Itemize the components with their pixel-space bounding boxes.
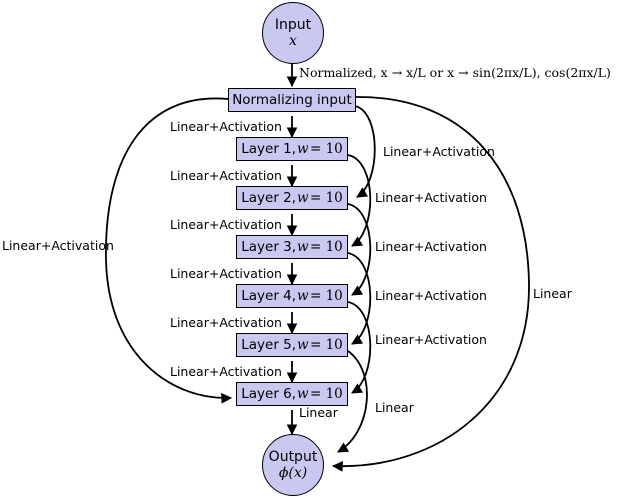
layer-box-5[interactable]: Layer 5,w = 10 <box>236 333 348 357</box>
output-node[interactable]: Output ϕ(x) <box>262 434 324 496</box>
layer-1-weight: w <box>297 141 309 157</box>
layer-2-equation: = 10 <box>309 190 343 206</box>
layer-1-equation: = 10 <box>309 141 343 157</box>
skip-label-right-5: Linear+Activation <box>375 332 487 347</box>
layer-6-label: Layer 6, <box>241 386 297 402</box>
layer-3-equation: = 10 <box>309 239 343 255</box>
skip-label-right-2: Linear+Activation <box>375 190 487 205</box>
output-node-label: Output <box>268 448 318 465</box>
layer-2-label: Layer 2, <box>241 190 297 206</box>
layer-box-1[interactable]: Layer 1,w = 10 <box>236 137 348 161</box>
layer-4-equation: = 10 <box>309 288 343 304</box>
outer-left-label: Linear+Activation <box>2 238 114 253</box>
normalize-edge-label: Normalized, x → x/L or x → sin(2πx/L), c… <box>299 65 611 80</box>
normalizing-input-box[interactable]: Normalizing input <box>228 88 356 112</box>
skip-l1-to-l3 <box>347 154 372 247</box>
layer-5-weight: w <box>297 337 309 353</box>
skip-outer-right-norm-to-output <box>331 96 530 472</box>
layer-2-weight: w <box>297 190 309 206</box>
layer-5-equation: = 10 <box>309 337 343 353</box>
layer-box-2[interactable]: Layer 2,w = 10 <box>236 186 348 210</box>
left-label-2: Linear+Activation <box>170 168 282 183</box>
left-label-3: Linear+Activation <box>170 217 282 232</box>
layer-1-label: Layer 1, <box>241 141 297 157</box>
skip-label-right-6: Linear <box>375 400 414 415</box>
input-node-variable: x <box>289 33 297 49</box>
skip-l2-to-l4 <box>347 203 372 296</box>
skip-label-right-1: Linear+Activation <box>383 144 495 159</box>
normalizing-input-label: Normalizing input <box>232 92 352 108</box>
layer-3-label: Layer 3, <box>241 239 297 255</box>
layer-5-label: Layer 5, <box>241 337 297 353</box>
skip-l4-to-l6 <box>347 301 372 394</box>
output-edge-label: Linear <box>299 405 338 420</box>
skip-label-right-3: Linear+Activation <box>375 239 487 254</box>
layer-box-6[interactable]: Layer 6,w = 10 <box>236 382 348 406</box>
outer-right-label: Linear <box>533 286 572 301</box>
skip-norm-to-l2 <box>354 105 376 198</box>
skip-l3-to-l5 <box>347 252 372 345</box>
layer-6-equation: = 10 <box>309 386 343 402</box>
layer-4-label: Layer 4, <box>241 288 297 304</box>
skip-l5-to-output <box>337 350 368 453</box>
left-label-6: Linear+Activation <box>170 364 282 379</box>
layer-6-weight: w <box>297 386 309 402</box>
output-node-variable: ϕ(x) <box>278 465 308 481</box>
left-label-1: Linear+Activation <box>170 119 282 134</box>
skip-outer-left-norm-to-l6 <box>105 97 233 404</box>
layer-box-4[interactable]: Layer 4,w = 10 <box>236 284 348 308</box>
skip-label-right-4: Linear+Activation <box>375 288 487 303</box>
input-node-label: Input <box>274 16 312 33</box>
layer-box-3[interactable]: Layer 3,w = 10 <box>236 235 348 259</box>
layer-3-weight: w <box>297 239 309 255</box>
layer-4-weight: w <box>297 288 309 304</box>
input-node[interactable]: Input x <box>262 2 324 64</box>
left-label-5: Linear+Activation <box>170 315 282 330</box>
left-label-4: Linear+Activation <box>170 266 282 281</box>
